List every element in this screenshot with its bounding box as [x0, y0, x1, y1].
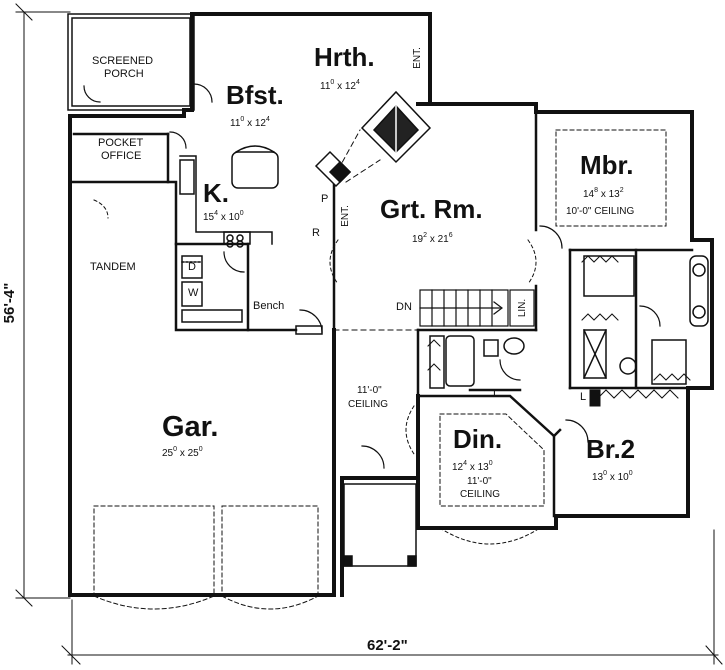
kitchen-name: K.: [203, 178, 229, 208]
din-ceiling-2: CEILING: [460, 489, 501, 500]
p-label: P: [321, 193, 329, 205]
ceiling-outlines: [439, 129, 667, 507]
dimension-lines: [15, 3, 723, 665]
w-label: W: [188, 287, 199, 299]
entry-porch: [295, 325, 417, 567]
depth-dimension: 56'-4": [1, 283, 18, 324]
open-area-dashes: [333, 129, 419, 331]
pocket-office-label-1: POCKET: [98, 137, 144, 149]
laundry: [181, 255, 243, 323]
pocket-office-label-2: OFFICE: [101, 150, 142, 162]
interior-walls: [70, 110, 694, 518]
master-bath: [583, 255, 709, 385]
grt-rm-size: 192 x 216: [412, 232, 453, 245]
kitchen-size: 154 x 100: [203, 210, 244, 223]
ent-mid-label: ENT.: [340, 205, 351, 227]
kitchen-counters: [179, 155, 273, 248]
gar-name: Gar.: [162, 411, 219, 443]
width-dimension: 62'-2": [364, 638, 411, 653]
din-ceiling-1: 11'-0": [467, 476, 492, 487]
tandem-label: TANDEM: [90, 261, 136, 273]
lin-label: LIN.: [517, 299, 528, 317]
foyer-ceiling-2: CEILING: [348, 399, 389, 410]
foyer-ceiling-1: 11'-0": [357, 385, 382, 396]
mbr-size: 148 x 132: [583, 187, 624, 200]
d-label: D: [188, 261, 196, 273]
bench-label: Bench: [253, 300, 285, 312]
r-label: R: [312, 227, 320, 239]
grt-rm-name: Grt. Rm.: [380, 194, 483, 224]
ent-top-label: ENT.: [412, 47, 423, 69]
stairs: [419, 289, 535, 327]
din-size: 124 x 130: [452, 460, 493, 473]
br2-name: Br.2: [586, 434, 636, 464]
hall-bath: [429, 335, 525, 389]
bfst-name: Bfst.: [226, 80, 284, 110]
dn-label: DN: [396, 301, 412, 313]
hrth-size: 110 x 124: [320, 79, 360, 92]
din-name: Din.: [453, 424, 503, 454]
hrth-name: Hrth.: [314, 42, 375, 72]
screened-porch-label-2: PORCH: [104, 68, 144, 80]
l-label-2: L: [580, 391, 587, 403]
l-label-1: L: [493, 388, 500, 400]
mbr-name: Mbr.: [580, 150, 634, 180]
garage-doors: [93, 505, 319, 610]
fireplace: [314, 90, 432, 188]
closet-rods: [427, 255, 691, 407]
kitchen-island: [231, 145, 279, 189]
br2-size: 130 x 100: [592, 470, 633, 483]
bfst-size: 110 x 124: [230, 116, 270, 129]
gar-size: 250 x 250: [162, 446, 203, 459]
screened-porch-label-1: SCREENED: [92, 55, 154, 67]
door-swings: [93, 199, 541, 545]
mbr-ceiling: 10'-0" CEILING: [566, 206, 635, 217]
